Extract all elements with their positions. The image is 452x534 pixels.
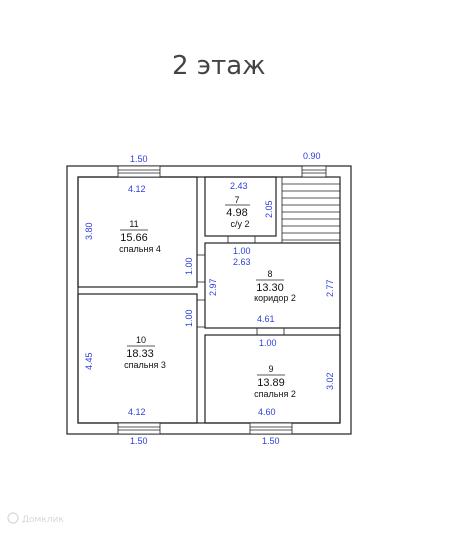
dim-room-11-height: 3.80 [84,222,94,240]
dim-room-9-door: 1.00 [259,338,277,348]
room-7-outline [204,176,277,237]
dim-room-7-height: 2.05 [264,200,274,218]
watermark-text: Домклик [22,515,64,525]
dim-room-7-door: 1.00 [233,246,251,256]
window-top-right [301,165,327,178]
dim-room-9-width: 4.60 [258,407,276,417]
dim-door-left-bottom: 1.00 [184,309,194,327]
door-markers [197,236,285,335]
watermark: Домклик [7,512,64,525]
room-7-area: 4.98 [226,207,247,219]
dim-corridor-width-top: 2.63 [233,257,251,267]
dim-corridor-right: 2.77 [325,279,335,297]
dim-room-10-height: 4.45 [84,352,94,370]
dim-room-9-height: 3.02 [325,372,335,390]
dim-window-top-left: 1.50 [130,154,148,164]
room-11-area: 15.66 [120,232,148,244]
window-top-left [117,165,161,178]
dim-corridor-height: 2.97 [208,278,218,296]
dim-room-11-width: 4.12 [128,184,146,194]
room-9-name: спальня 2 [254,389,296,399]
outer-wall-outer [66,165,352,435]
window-bottom-right [249,422,293,435]
outer-wall-inner [77,176,341,424]
dim-room-10-width: 4.12 [128,407,146,417]
floor-title: 2 этаж [172,51,266,81]
room-10-area: 18.33 [126,348,154,360]
room-7-name: с/у 2 [230,219,249,229]
room-8-outline [204,242,341,329]
staircase [281,176,341,244]
dim-corridor-width-bottom: 4.61 [257,314,275,324]
room-7-number: 7 [234,195,239,205]
room-11-name: спальня 4 [119,244,161,254]
room-8-name: коридор 2 [254,293,296,303]
dim-window-bottom-right: 1.50 [262,436,280,446]
window-bottom-left [117,422,161,435]
room-10-name: спальня 3 [124,360,166,370]
room-10-number: 10 [136,335,146,345]
dim-window-top-right: 0.90 [303,151,321,161]
room-8-number: 8 [267,269,272,279]
room-11-number: 11 [129,219,138,229]
room-9-area: 13.89 [257,377,285,389]
dim-door-left-top: 1.00 [184,257,194,275]
dim-room-7-width: 2.43 [230,181,248,191]
room-8-area: 13.30 [256,282,284,294]
room-9-number: 9 [268,364,273,374]
dim-window-bottom-left: 1.50 [130,436,148,446]
watermark-logo-icon [7,512,19,524]
